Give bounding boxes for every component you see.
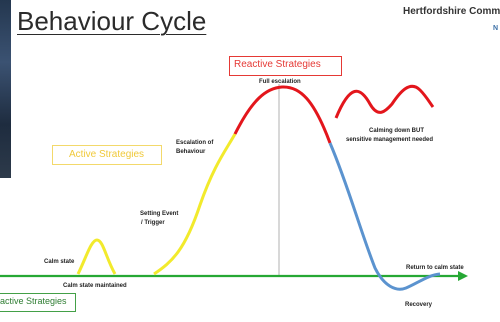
calming-label-line2: sensitive management needed [346, 137, 434, 143]
escalation-label-line2: Behaviour [176, 149, 206, 155]
slide-title: Behaviour Cycle [17, 6, 207, 36]
organisation-subtext: N [493, 25, 499, 32]
baseline-arrowhead [458, 271, 468, 281]
escalation-curve [153, 133, 237, 276]
presenter-photo [0, 0, 11, 178]
calm-state-label: Calm state [44, 259, 75, 265]
crisis-curve [233, 85, 332, 144]
calm-state-maintained-label: Calm state maintained [63, 283, 127, 289]
trigger-bump-curve [76, 238, 117, 275]
active-strategies-box: Active Strategies [52, 145, 162, 165]
setting-event-label-line1: Setting Event [140, 211, 179, 217]
escalation-label-line1: Escalation of [176, 140, 214, 146]
aftershock-curve [334, 84, 435, 119]
calming-label-line1: Calming down BUT [369, 128, 424, 134]
recovery-label: Recovery [405, 302, 433, 308]
proactive-strategies-box: active Strategies [0, 293, 76, 312]
organisation-name: Hertfordshire Comm [403, 6, 500, 17]
full-escalation-label: Full escalation [259, 79, 301, 85]
reactive-strategies-box: Reactive Strategies [229, 56, 342, 76]
recovery-curve [328, 142, 441, 291]
setting-event-label-line2: / Trigger [141, 220, 165, 226]
return-to-calm-label: Return to calm state [406, 265, 464, 271]
